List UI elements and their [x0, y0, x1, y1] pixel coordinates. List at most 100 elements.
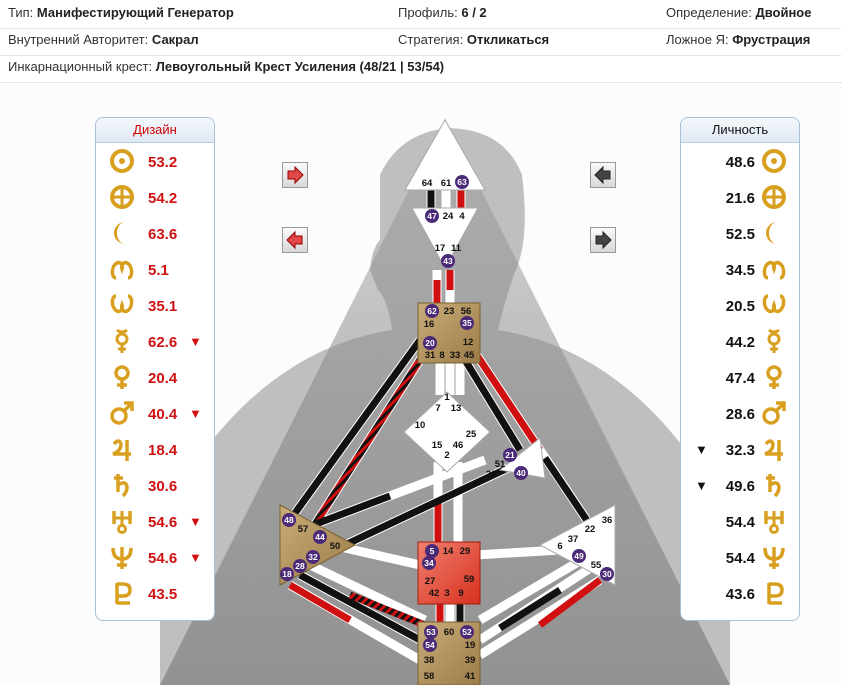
planet-row[interactable]: 20.5 [681, 288, 799, 324]
profile-value: 6 / 2 [461, 5, 487, 20]
cross-field: Инкарнационный крест: Левоугольный Крест… [8, 59, 444, 74]
authority-value: Сакрал [151, 32, 199, 47]
planet-row[interactable]: 30.6 [96, 468, 214, 504]
mars-icon [761, 400, 787, 426]
planet-row[interactable]: 18.4 [96, 432, 214, 468]
type-field: Тип: Манифестирующий Генератор [8, 5, 234, 20]
uranus-icon [109, 508, 135, 534]
north-node-icon [109, 256, 135, 282]
gate-18: 18 [282, 569, 292, 579]
venus-icon [109, 364, 135, 390]
gate-53-marker [424, 625, 438, 639]
planet-row[interactable]: 28.6 [681, 396, 799, 432]
gate-61: 61 [441, 178, 452, 189]
planet-row[interactable]: 43.6 [681, 576, 799, 612]
gate-33: 33 [450, 350, 461, 361]
jupiter-icon [761, 436, 787, 462]
planet-row[interactable]: 32.3▼ [681, 432, 799, 468]
authority-label: Внутренний Авторитет: [8, 32, 149, 47]
arrow-left-icon [594, 165, 611, 185]
gate-9: 9 [458, 588, 463, 599]
gate-45: 45 [464, 350, 475, 361]
sun-icon [761, 148, 787, 174]
gate-60: 60 [444, 627, 455, 638]
gate-18-marker [280, 567, 294, 581]
planet-row[interactable]: 21.6 [681, 180, 799, 216]
gate-7: 7 [435, 403, 440, 414]
pluto-icon [761, 580, 787, 606]
planet-value: 34.5 [725, 262, 755, 279]
mercury-icon [761, 328, 787, 354]
gate-56: 56 [461, 306, 472, 317]
planet-row[interactable]: 44.2 [681, 324, 799, 360]
saturn-icon [109, 472, 135, 498]
gate-62-marker [425, 304, 439, 318]
planet-value: 48.6 [725, 154, 755, 171]
gate-43-marker [441, 254, 455, 268]
planet-row[interactable]: 52.5 [681, 216, 799, 252]
planet-row[interactable]: 35.1 [96, 288, 214, 324]
planet-row[interactable]: 20.4 [96, 360, 214, 396]
planet-row[interactable]: 54.2 [96, 180, 214, 216]
definition-value: Двойное [755, 5, 812, 20]
sacral-center [417, 541, 481, 605]
gate-35-marker [460, 316, 474, 330]
planet-value: 54.6 [148, 514, 178, 531]
gate-47-marker [425, 209, 439, 223]
personality-arrow-left-button[interactable] [590, 162, 616, 188]
gate-12: 12 [463, 337, 474, 348]
gate-44: 44 [315, 532, 325, 542]
earth-icon [109, 184, 135, 210]
planet-row[interactable]: 54.4 [681, 504, 799, 540]
strategy-label: Стратегия: [398, 32, 464, 47]
gate-30: 30 [602, 569, 612, 579]
planet-value: 62.6 [148, 334, 178, 351]
planet-row[interactable]: 34.5 [681, 252, 799, 288]
gate-57: 57 [298, 524, 309, 535]
planet-value: 54.2 [148, 190, 178, 207]
planet-row[interactable]: 54.6▼ [96, 540, 214, 576]
gate-54: 54 [425, 640, 435, 650]
gate-25: 25 [466, 429, 477, 440]
planet-row[interactable]: 48.6 [681, 144, 799, 180]
planet-row[interactable]: 40.4▼ [96, 396, 214, 432]
design-arrow-left-button[interactable] [282, 227, 308, 253]
authority-field: Внутренний Авторитет: Сакрал [8, 32, 199, 47]
gate-32-marker [306, 550, 320, 564]
cross-label: Инкарнационный крест: [8, 59, 153, 74]
notself-label: Ложное Я: [666, 32, 729, 47]
design-arrow-right-button[interactable] [282, 162, 308, 188]
gate-64: 64 [422, 178, 433, 189]
info-row-2: Внутренний Авторитет: Сакрал Стратегия: … [0, 27, 841, 56]
planet-value: 49.6 [725, 478, 755, 495]
gate-49: 49 [574, 551, 584, 561]
planet-row[interactable]: 54.6▼ [96, 504, 214, 540]
gate-51: 51 [495, 459, 506, 470]
planet-row[interactable]: 49.6▼ [681, 468, 799, 504]
profile-label: Профиль: [398, 5, 458, 20]
jupiter-icon [109, 436, 135, 462]
gate-53: 53 [426, 627, 436, 637]
planet-value: 32.3 [725, 442, 755, 459]
planet-value: 28.6 [725, 406, 755, 423]
planet-row[interactable]: 63.6 [96, 216, 214, 252]
gate-16: 16 [424, 319, 435, 330]
planet-row[interactable]: 54.4 [681, 540, 799, 576]
channels-defined [287, 190, 603, 644]
moon-icon [761, 220, 787, 246]
gate-39: 39 [465, 655, 476, 666]
planet-value: 18.4 [148, 442, 178, 459]
planet-row[interactable]: 53.2 [96, 144, 214, 180]
planet-row[interactable]: 62.6▼ [96, 324, 214, 360]
gate-labels: 64 61 63 47 24 4 17 11 43 62 23 56 16 35… [280, 175, 614, 682]
planet-row[interactable]: 43.5 [96, 576, 214, 612]
arrow-right-icon [595, 230, 612, 250]
planet-retrograde-mark: ▼ [189, 406, 202, 421]
planet-row[interactable]: 47.4 [681, 360, 799, 396]
strategy-field: Стратегия: Откликаться [398, 32, 549, 47]
planet-row[interactable]: 5.1 [96, 252, 214, 288]
gate-63: 63 [457, 177, 467, 187]
info-row-1: Тип: Манифестирующий Генератор Профиль: … [0, 0, 841, 29]
personality-arrow-right-button[interactable] [590, 227, 616, 253]
